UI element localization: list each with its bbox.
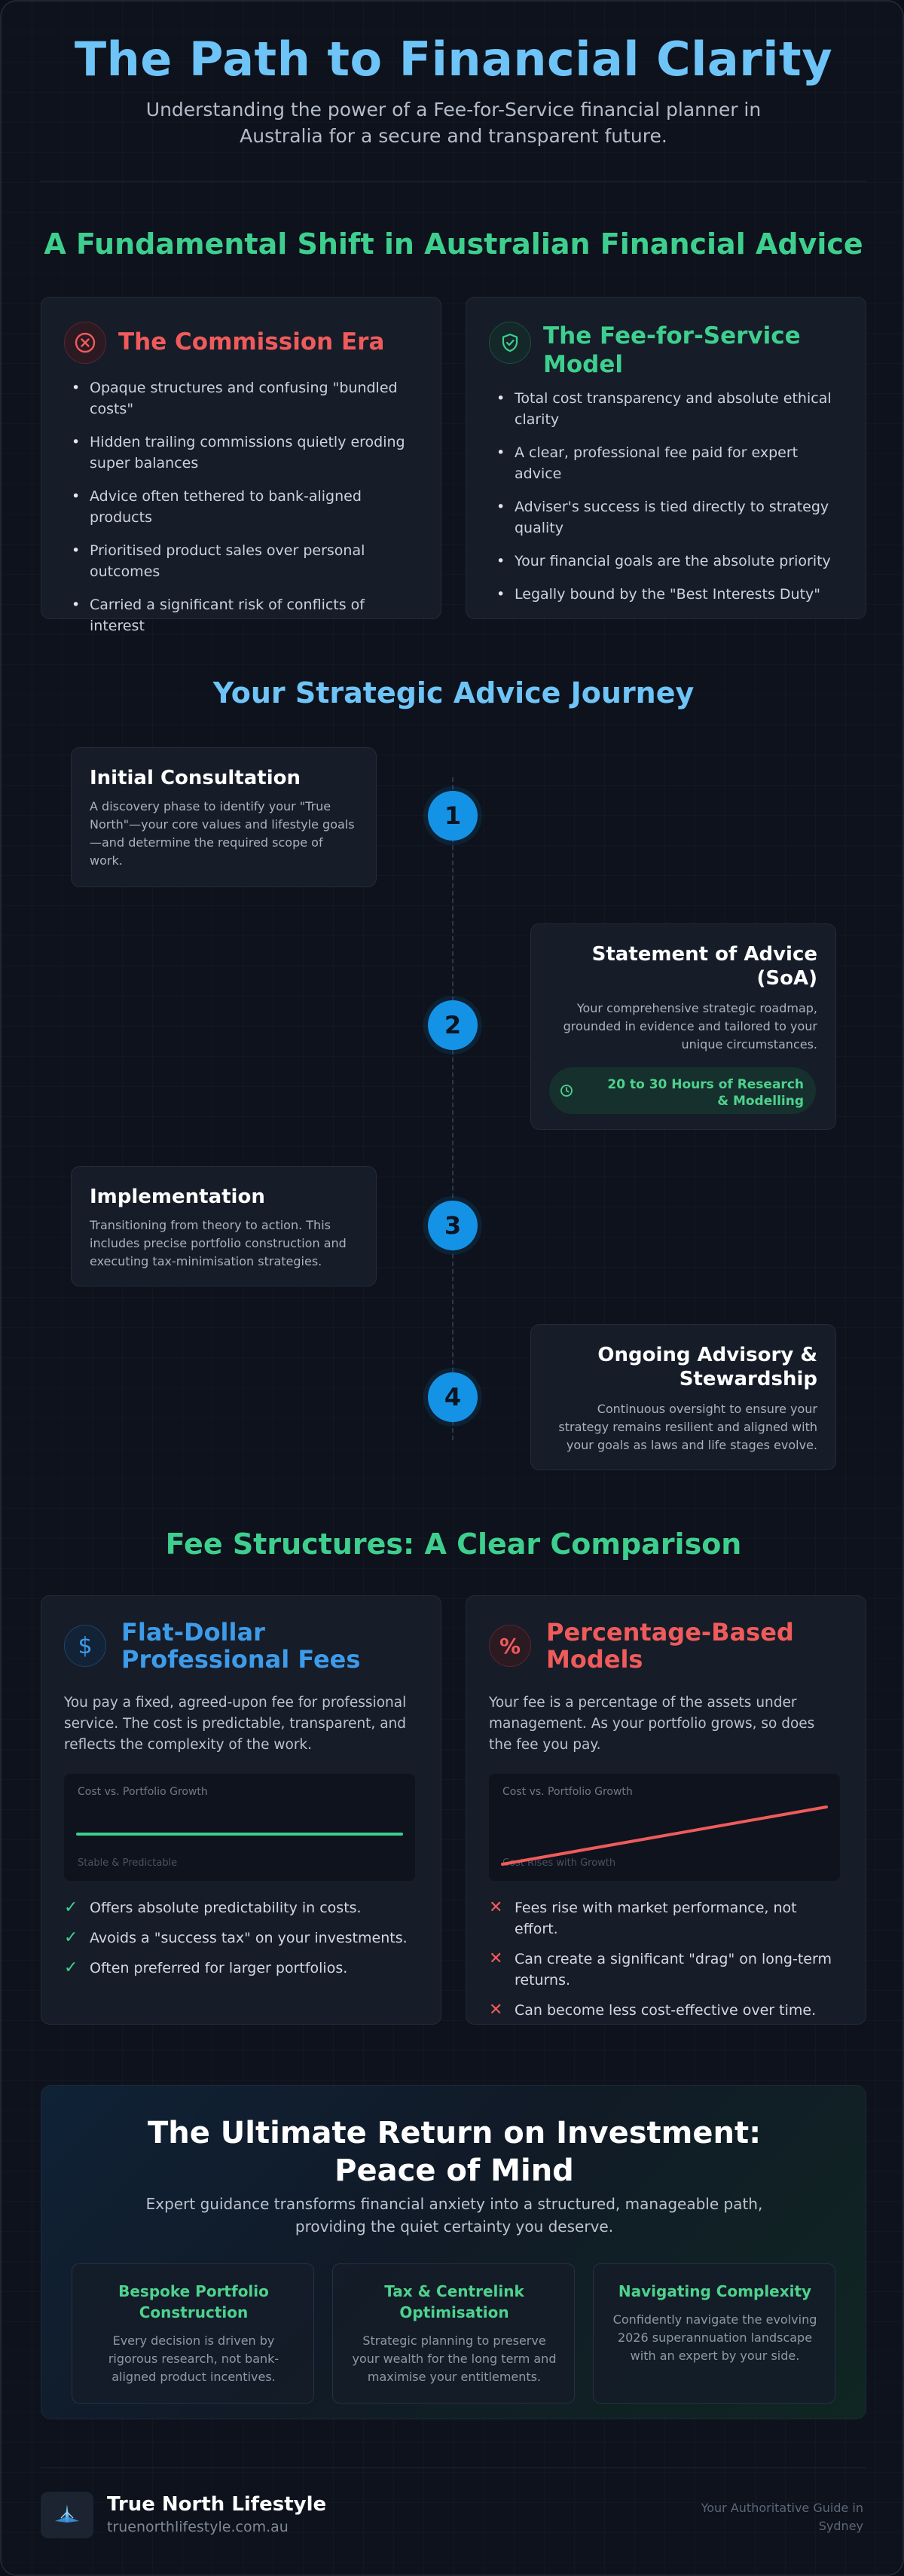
step-card-4: Ongoing Advisory & Stewardship Continuou… — [530, 1324, 836, 1470]
list-item: ✕ Can create a significant "drag" on long… — [489, 1949, 843, 1991]
footer-tagline: Your Authoritative Guide in Sydney — [701, 2501, 863, 2533]
cross-icon: ✕ — [489, 1949, 503, 1968]
list-item: Prioritised product sales over personal … — [72, 540, 415, 582]
list-item: Adviser's success is tied directly to st… — [496, 496, 840, 539]
x-circle-icon — [64, 322, 106, 364]
step-desc: Your comprehensive strategic roadmap, gr… — [563, 1001, 817, 1051]
badge-text: 20 to 30 Hours of Research & Modelling — [607, 1077, 804, 1109]
timeline-line — [452, 777, 454, 1440]
flat-fee-title: Flat-Dollar Professional Fees — [121, 1618, 361, 1674]
step-card-1: Initial Consultation A discovery phase t… — [71, 747, 377, 887]
step-title: Implementation — [90, 1186, 265, 1208]
step-number-4: 4 — [428, 1372, 478, 1422]
footer-url[interactable]: truenorthlifestyle.com.au — [107, 2519, 289, 2535]
list-item: Hidden trailing commissions quietly erod… — [72, 432, 415, 474]
fees-section-title: Fee Structures: A Clear Comparison — [165, 1528, 742, 1561]
pillar-title: Tax & Centrelink Optimisation — [384, 2282, 524, 2321]
pillar-desc: Confidently navigate the evolving 2026 s… — [612, 2312, 817, 2363]
research-hours-badge: 20 to 30 Hours of Research & Modelling — [549, 1067, 816, 1114]
percentage-fee-card: % Percentage-Based Models Your fee is a … — [466, 1595, 866, 2025]
step-card-3: Implementation Transitioning from theory… — [71, 1166, 377, 1286]
flat-fee-points: ✓ Offers absolute predictability in costs… — [64, 1897, 418, 1988]
fee-for-service-list: Total cost transparency and absolute eth… — [496, 388, 840, 617]
step-title: Initial Consultation — [90, 767, 301, 789]
fee-for-service-card: The Fee-for-Service Model Total cost tra… — [466, 297, 866, 619]
compass-star-icon — [41, 2492, 93, 2538]
mini-chart-label: Cost vs. Portfolio Growth — [78, 1786, 208, 1798]
point-text: Can become less cost-effective over time… — [515, 2002, 817, 2019]
shift-section-title: A Fundamental Shift in Australian Financ… — [44, 227, 863, 261]
point-text: Fees rise with market performance, not e… — [515, 1900, 797, 1937]
list-item: ✓ Avoids a "success tax" on your investme… — [64, 1927, 418, 1949]
list-item: Legally bound by the "Best Interests Dut… — [496, 584, 840, 605]
flat-fee-card: $ Flat-Dollar Professional Fees You pay … — [41, 1595, 441, 2025]
flat-fee-mini-chart: Cost vs. Portfolio Growth Stable & Predi… — [64, 1774, 415, 1881]
commission-era-list: Opaque structures and confusing "bundled… — [72, 377, 415, 649]
page-title: The Path to Financial Clarity — [74, 32, 833, 87]
commission-era-title: The Commission Era — [118, 328, 385, 356]
hero-divider — [41, 181, 866, 182]
step-number-1: 1 — [428, 791, 478, 841]
pillar-card: Bespoke Portfolio Construction Every dec… — [72, 2263, 314, 2404]
step-number-3: 3 — [428, 1201, 478, 1250]
footer-brand: True North Lifestyle — [107, 2493, 327, 2516]
step-desc: Transitioning from theory to action. Thi… — [90, 1218, 347, 1268]
check-icon: ✓ — [64, 1928, 78, 1947]
percentage-fee-desc: Your fee is a percentage of the assets u… — [489, 1695, 815, 1753]
list-item: Advice often tethered to bank-aligned pr… — [72, 486, 415, 528]
percentage-fee-mini-chart: Cost vs. Portfolio Growth Cost Rises wit… — [489, 1774, 840, 1881]
shield-check-icon — [489, 322, 531, 364]
list-item: Opaque structures and confusing "bundled… — [72, 377, 415, 420]
list-item: Total cost transparency and absolute eth… — [496, 388, 840, 430]
mini-chart-label: Cost vs. Portfolio Growth — [502, 1786, 633, 1798]
percentage-fee-title: Percentage-Based Models — [546, 1618, 794, 1674]
flat-fee-desc: You pay a fixed, agreed-upon fee for pro… — [64, 1695, 407, 1753]
pillar-title: Navigating Complexity — [618, 2282, 812, 2300]
cross-icon: ✕ — [489, 1898, 503, 1917]
step-title: Statement of Advice (SoA) — [591, 943, 817, 990]
check-icon: ✓ — [64, 1898, 78, 1917]
step-desc: Continuous oversight to ensure your stra… — [558, 1402, 817, 1452]
fee-for-service-header: The Fee-for-Service Model — [489, 322, 814, 379]
percentage-fee-points: ✕ Fees rise with market performance, not … — [489, 1897, 843, 2030]
mini-chart-caption: Stable & Predictable — [78, 1857, 178, 1869]
list-item: ✓ Offers absolute predictability in costs… — [64, 1897, 418, 1918]
roi-subtitle: Expert guidance transforms financial anx… — [145, 2195, 763, 2236]
journey-section-title: Your Strategic Advice Journey — [212, 676, 695, 710]
list-item: ✕ Fees rise with market performance, not … — [489, 1897, 843, 1940]
step-desc: A discovery phase to identify your "True… — [90, 799, 355, 868]
fee-for-service-title: The Fee-for-Service Model — [543, 322, 801, 378]
pillar-card: Tax & Centrelink Optimisation Strategic … — [332, 2263, 575, 2404]
point-text: Avoids a "success tax" on your investmen… — [90, 1930, 408, 1946]
page-subtitle: Understanding the power of a Fee-for-Ser… — [145, 99, 762, 147]
point-text: Can create a significant "drag" on long-… — [515, 1951, 832, 1988]
pillar-desc: Every decision is driven by rigorous res… — [108, 2333, 279, 2384]
step-number-2: 2 — [428, 1000, 478, 1050]
check-icon: ✓ — [64, 1958, 78, 1977]
list-item: Carried a significant risk of conflicts … — [72, 594, 415, 636]
point-text: Offers absolute predictability in costs. — [90, 1900, 362, 1916]
list-item: ✓ Often preferred for larger portfolios. — [64, 1958, 418, 1979]
flat-fee-line — [76, 1833, 403, 1836]
roi-title: The Ultimate Return on Investment: Peace… — [147, 2116, 762, 2188]
percentage-fee-line — [501, 1805, 828, 1866]
percent-icon: % — [489, 1625, 531, 1667]
list-item: A clear, professional fee paid for exper… — [496, 442, 840, 484]
clock-icon — [560, 1084, 573, 1100]
roi-panel: The Ultimate Return on Investment: Peace… — [41, 2085, 866, 2419]
step-title: Ongoing Advisory & Stewardship — [597, 1344, 817, 1390]
pillar-card: Navigating Complexity Confidently naviga… — [593, 2263, 835, 2404]
point-text: Often preferred for larger portfolios. — [90, 1960, 348, 1976]
pillar-title: Bespoke Portfolio Construction — [118, 2282, 269, 2321]
list-item: Your financial goals are the absolute pr… — [496, 551, 840, 572]
commission-era-header: The Commission Era — [64, 322, 384, 364]
cross-icon: ✕ — [489, 2001, 503, 2019]
commission-era-card: The Commission Era Opaque structures and… — [41, 297, 441, 634]
list-item: ✕ Can become less cost-effective over tim… — [489, 2000, 843, 2021]
step-card-2: Statement of Advice (SoA) Your comprehen… — [530, 923, 836, 1130]
dollar-icon: $ — [64, 1625, 106, 1667]
pillar-desc: Strategic planning to preserve your weal… — [352, 2333, 557, 2384]
